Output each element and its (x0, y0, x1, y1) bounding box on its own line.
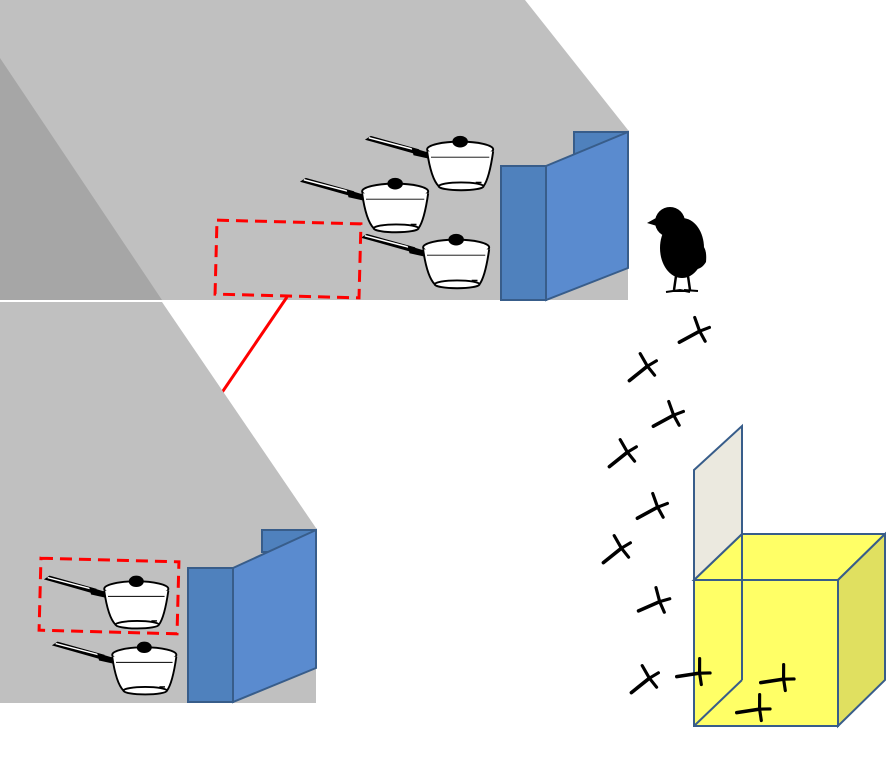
start-box (674, 423, 886, 729)
top-arena (0, 0, 629, 302)
bird-footprint-icon (607, 437, 639, 469)
top-screen (500, 130, 629, 302)
bird-footprint-icon (651, 397, 687, 433)
bird-footprint-icon (601, 533, 633, 565)
chick-icon (647, 207, 707, 293)
bottom-arena (0, 302, 317, 704)
bottom-highlight-box (37, 556, 181, 636)
bird-footprint-icon (635, 489, 671, 525)
bottom-screen (187, 528, 317, 704)
start-box-front (693, 579, 839, 727)
top-screen-front (500, 165, 547, 301)
top-floor (0, 0, 628, 300)
bird-footprint-icon (629, 663, 661, 695)
bottom-screen-front (187, 567, 234, 703)
bird-footprint-icon (677, 313, 713, 349)
door-frame-base (693, 679, 743, 727)
top-highlight-box (213, 218, 363, 300)
bird-footprint-icon (627, 351, 659, 383)
top-shadow (0, 58, 162, 300)
bird-footprint-icon (636, 583, 674, 620)
